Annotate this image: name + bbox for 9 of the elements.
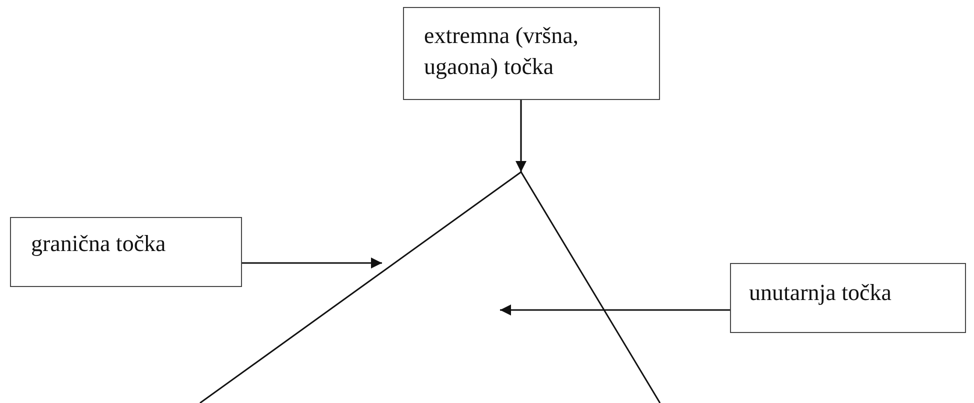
arrow — [242, 258, 382, 268]
label-box — [403, 7, 660, 100]
label-box — [730, 263, 966, 333]
arrow — [516, 100, 526, 172]
label-text: granična točka — [31, 231, 166, 256]
label-box — [10, 217, 242, 287]
label-text: extremna (vršna, ugaona) točka — [424, 23, 579, 79]
arrow — [500, 304, 730, 316]
label-text: unutarnja točka — [749, 280, 892, 305]
